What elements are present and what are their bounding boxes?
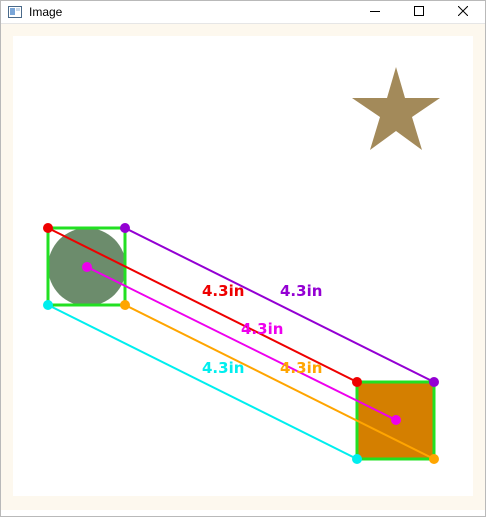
endpoint-dot	[82, 262, 92, 272]
distance-label-center: 4.3in	[241, 320, 283, 338]
maximize-icon	[414, 3, 424, 21]
endpoint-dot	[120, 300, 130, 310]
endpoint-dot	[352, 454, 362, 464]
measure-line-bottom-left	[47, 304, 358, 460]
scene-svg: 4.3in 4.3in 4.3in 4.3in 4.3in	[1, 24, 485, 510]
image-window-icon	[7, 4, 23, 20]
endpoint-dot	[429, 377, 439, 387]
endpoint-dot	[429, 454, 439, 464]
endpoint-dot	[120, 223, 130, 233]
endpoint-dot	[43, 300, 53, 310]
endpoint-dot	[43, 223, 53, 233]
minimize-button[interactable]	[353, 1, 397, 23]
star-shape	[352, 67, 440, 150]
endpoint-dot	[352, 377, 362, 387]
distance-label-top-right: 4.3in	[280, 282, 322, 300]
image-canvas: 4.3in 4.3in 4.3in 4.3in 4.3in	[1, 24, 485, 510]
close-icon	[457, 3, 469, 21]
measure-line-top-left	[47, 227, 358, 383]
maximize-button[interactable]	[397, 1, 441, 23]
window-controls	[353, 1, 485, 23]
close-button[interactable]	[441, 1, 485, 23]
title-bar-divider	[1, 23, 485, 24]
measure-line-center	[86, 266, 397, 421]
window-title: Image	[29, 5, 63, 19]
endpoint-dot	[391, 415, 401, 425]
measure-line-top-right	[124, 227, 435, 383]
measure-line-bottom-right	[124, 304, 435, 460]
minimize-icon	[370, 3, 380, 21]
distance-label-bottom-left: 4.3in	[202, 359, 244, 377]
distance-label-top-left: 4.3in	[202, 282, 244, 300]
distance-label-bottom-right: 4.3in	[280, 359, 322, 377]
title-bar[interactable]: Image	[1, 1, 485, 23]
